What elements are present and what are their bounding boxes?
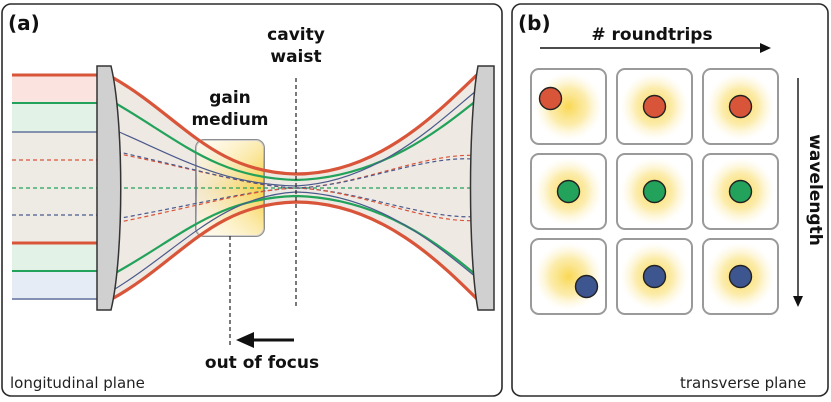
beam-spot xyxy=(642,94,667,119)
beam-spot xyxy=(574,274,599,299)
beam-spot xyxy=(728,94,753,119)
beam-spot xyxy=(728,179,753,204)
cavity-label-line1: cavity xyxy=(267,25,325,45)
beam-spot xyxy=(728,264,753,289)
panel-b-tag: (b) xyxy=(518,11,551,35)
cavity-label-line2: waist xyxy=(270,47,321,67)
panel-a-tag: (a) xyxy=(8,11,40,35)
incoming-beam xyxy=(12,74,104,300)
left-mirror xyxy=(96,65,122,311)
beam-spot xyxy=(556,179,581,204)
y-axis-label: wavelength xyxy=(805,134,825,246)
gain-label-line2: medium xyxy=(191,110,268,130)
beam-rays xyxy=(12,68,484,306)
focus-label: out of focus xyxy=(205,353,319,373)
beam-spot xyxy=(642,179,667,204)
beam-spot xyxy=(642,264,667,289)
x-axis-label: # roundtrips xyxy=(591,25,712,45)
roundtrips-arrowhead xyxy=(760,43,771,53)
gain-label-line1: gain xyxy=(209,88,251,108)
beam-spot xyxy=(538,86,563,111)
focus-arrowhead xyxy=(236,332,254,348)
panel-a-plane-label: longitudinal plane xyxy=(10,374,145,392)
panel-b-plane-label: transverse plane xyxy=(680,374,806,392)
transverse-grid xyxy=(530,68,779,315)
wavelength-arrowhead xyxy=(793,296,803,307)
right-mirror xyxy=(469,65,495,311)
